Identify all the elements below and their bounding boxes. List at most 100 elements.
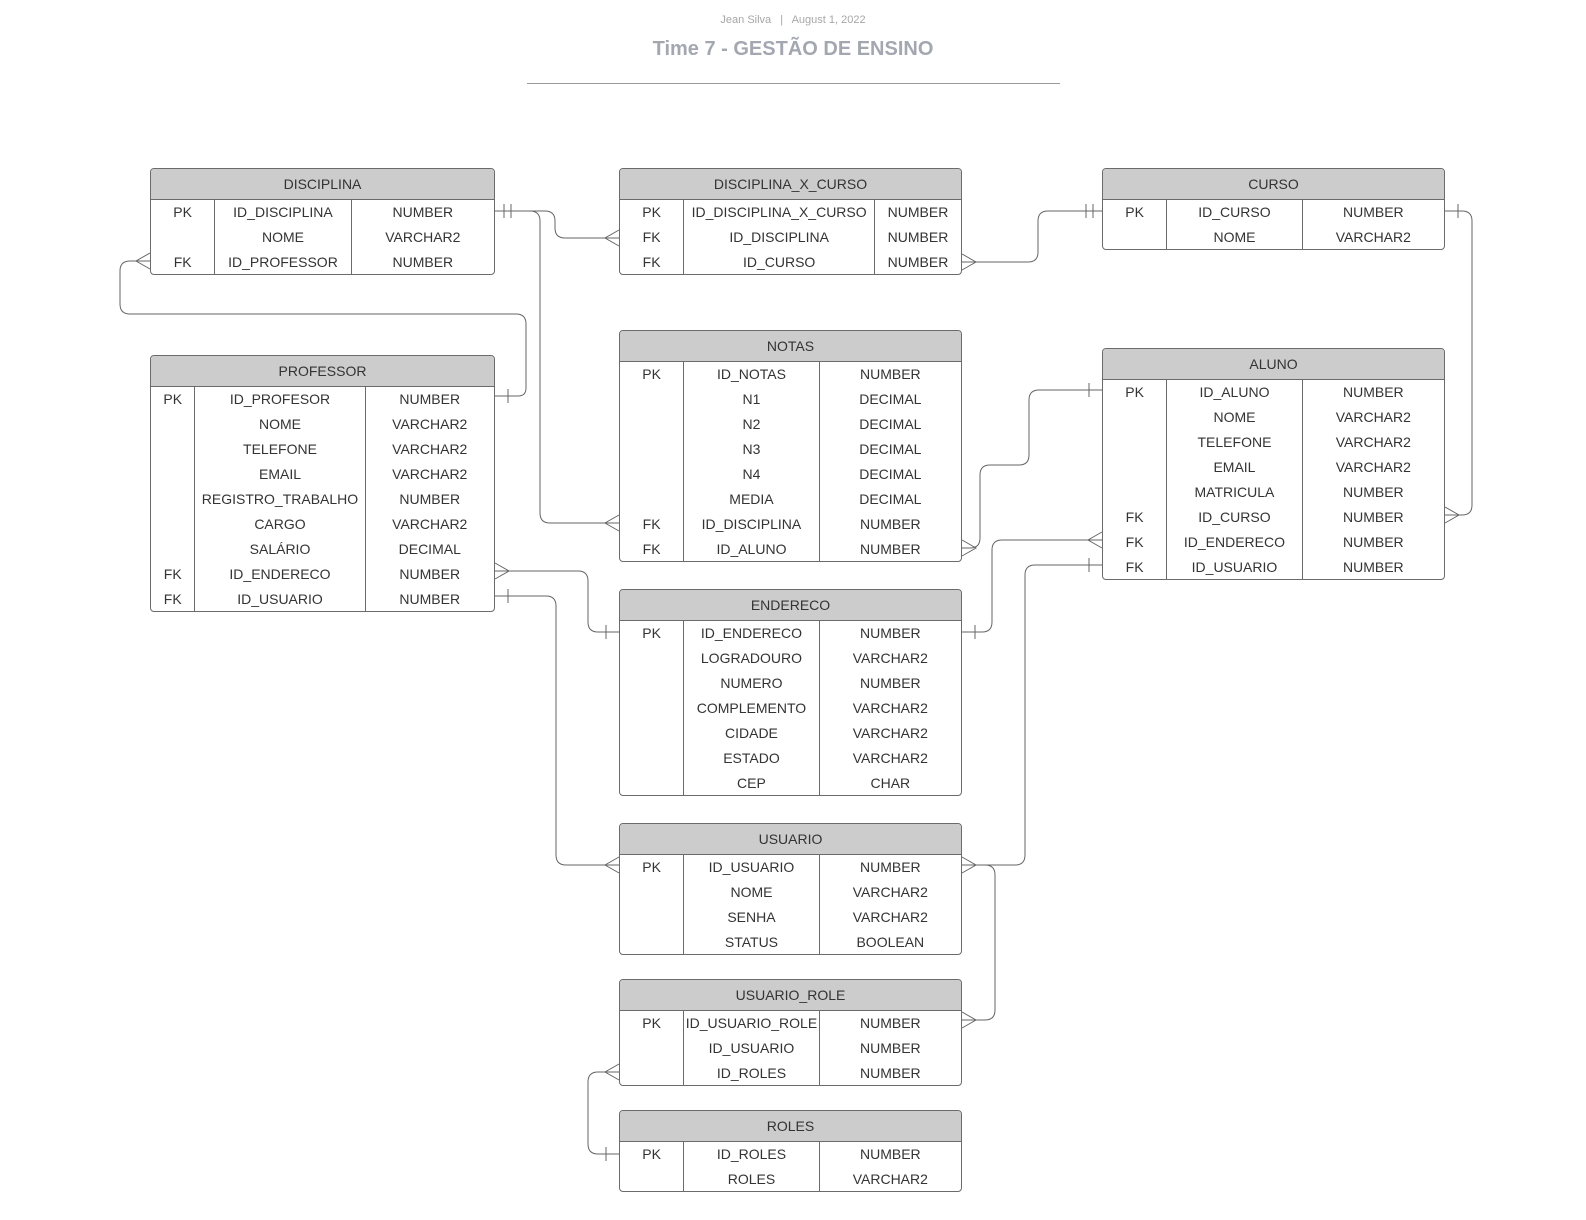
field-name: TELEFONE: [194, 437, 364, 462]
entity-header: CURSO: [1103, 169, 1444, 200]
field-key: PK: [642, 1015, 661, 1031]
field-name: ID_PROFESOR: [194, 387, 364, 412]
diagram-title: Time 7 - GESTÃO DE ENSINO: [652, 38, 934, 60]
field-key: PK: [642, 366, 661, 382]
field-type: CHAR: [818, 771, 961, 795]
field-key: [620, 671, 683, 696]
field-name: ID_DISCIPLINA: [683, 512, 818, 537]
entity-header: DISCIPLINA_X_CURSO: [620, 169, 961, 200]
field-key: FK: [163, 566, 182, 582]
field-name: N3: [683, 437, 818, 462]
field-type: NUMBER: [818, 537, 961, 561]
field-key: [620, 930, 683, 954]
relationship-line: [962, 564, 1102, 866]
field-key: [1103, 455, 1166, 480]
field-key: [620, 746, 683, 771]
field-key: FK: [173, 254, 192, 270]
field-type: NUMBER: [364, 487, 495, 512]
field-key: [151, 512, 194, 537]
field-type: DECIMAL: [364, 537, 495, 562]
field-key: [620, 487, 683, 512]
field-name: EMAIL: [194, 462, 364, 487]
field-type: NUMBER: [818, 362, 961, 387]
field-name: SALÁRIO: [194, 537, 364, 562]
field-name: N1: [683, 387, 818, 412]
field-type: NUMBER: [364, 387, 495, 412]
field-name: ID_USUARIO_ROLE: [683, 1011, 818, 1036]
field-name: ID_USUARIO: [683, 1036, 818, 1061]
field-key: [1103, 405, 1166, 430]
crows-foot-many: [603, 229, 620, 247]
relationship-line: [962, 539, 1102, 633]
relationship-line: [1445, 210, 1473, 516]
diagram-date: August 1, 2022: [791, 14, 866, 26]
field-type: NUMBER: [818, 1036, 961, 1061]
field-type: VARCHAR2: [1301, 455, 1444, 480]
field-name: ID_CURSO: [1166, 505, 1301, 530]
relationship-line: [962, 864, 996, 1021]
field-name: ID_ALUNO: [683, 537, 818, 561]
field-type: NUMBER: [350, 200, 494, 225]
field-type: VARCHAR2: [1301, 430, 1444, 455]
entity-header: USUARIO: [620, 824, 961, 855]
field-key: [620, 880, 683, 905]
field-name: ROLES: [683, 1167, 818, 1191]
field-type: NUMBER: [364, 562, 495, 587]
field-name: ID_ENDERECO: [1166, 530, 1301, 555]
field-key: PK: [173, 204, 192, 220]
author-name: Jean Silva: [720, 14, 772, 26]
field-type: VARCHAR2: [364, 462, 495, 487]
field-name: ID_USUARIO: [194, 587, 364, 611]
field-name: SENHA: [683, 905, 818, 930]
field-type: NUMBER: [818, 1061, 961, 1085]
field-type: VARCHAR2: [364, 437, 495, 462]
field-key: FK: [642, 229, 661, 245]
field-type: NUMBER: [874, 225, 961, 250]
crows-foot-many: [603, 1063, 620, 1081]
entity-header: DISCIPLINA: [151, 169, 494, 200]
crows-foot-many: [961, 539, 978, 557]
field-type: NUMBER: [818, 1011, 961, 1036]
field-key: [620, 387, 683, 412]
crows-foot-many: [1444, 506, 1461, 524]
field-name: ID_DISCIPLINA: [683, 225, 874, 250]
field-name: NOME: [683, 880, 818, 905]
field-name: ESTADO: [683, 746, 818, 771]
field-name: ID_CURSO: [1166, 200, 1301, 225]
field-name: ID_ROLES: [683, 1061, 818, 1085]
field-name: N2: [683, 412, 818, 437]
field-name: TELEFONE: [1166, 430, 1301, 455]
field-key: FK: [642, 541, 661, 557]
field-type: NUMBER: [818, 1142, 961, 1167]
field-key: [1103, 430, 1166, 455]
